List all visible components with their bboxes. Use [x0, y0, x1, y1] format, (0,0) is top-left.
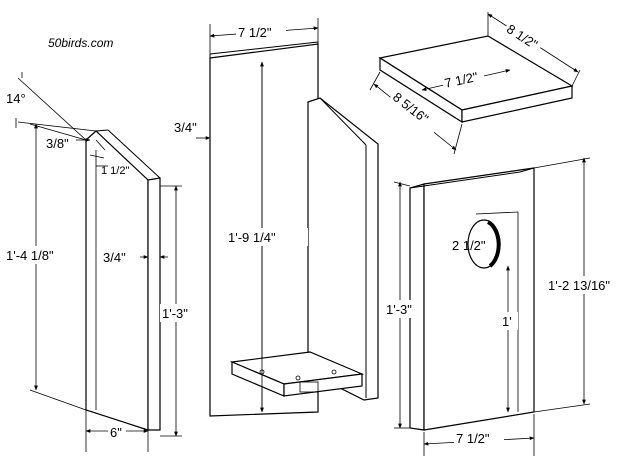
- brand-watermark: 50birds.com: [48, 36, 113, 50]
- front-panel-face: [423, 167, 535, 431]
- front-hole-height-label: 1': [502, 314, 512, 329]
- side-rabbet-label: 3/8": [46, 136, 69, 151]
- floor-drawing: [229, 351, 365, 397]
- front-width-label: 7 1/2": [456, 431, 490, 446]
- back-thickness-label: 3/4": [174, 120, 197, 135]
- side-panel-edge: [147, 177, 161, 431]
- front-side-height-label: 1'-3": [386, 302, 412, 317]
- front-panel-drawing: [409, 167, 535, 431]
- side-rabbet-width-label: 1 1/2": [101, 165, 129, 177]
- back-width-label: 7 1/2": [238, 25, 272, 40]
- front-height-label: 1'-2 13/16": [548, 278, 610, 293]
- side-panel-drawing: [85, 129, 161, 431]
- side-height-label: 1'-4 1/8": [6, 248, 54, 263]
- side-front-height-label: 1'-3": [162, 306, 188, 321]
- front-hole-label: 2 1/2": [452, 238, 486, 253]
- side-width-label: 6": [110, 425, 122, 440]
- side-angle-label: 14°: [6, 91, 26, 106]
- side-thickness-label: 3/4": [103, 250, 126, 265]
- inner-side-drawing: [307, 97, 379, 401]
- back-height-label: 1'-9 1/4": [228, 230, 276, 245]
- inner-side-face: [307, 97, 379, 401]
